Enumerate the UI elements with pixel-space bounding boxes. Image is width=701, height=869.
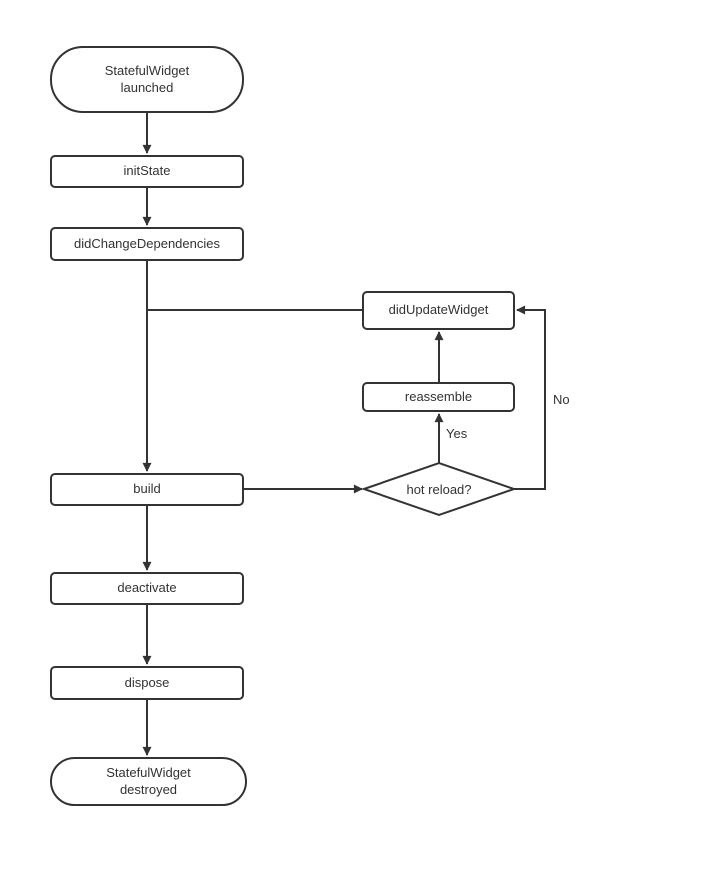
node-hot-reload-decision: hot reload? xyxy=(406,481,472,497)
node-dispose: dispose xyxy=(50,666,244,700)
edge-hotreload-no-to-didupdatewidget xyxy=(514,305,546,490)
node-build: build xyxy=(50,473,244,506)
node-initstate: initState xyxy=(50,155,244,188)
node-didchangedependencies: didChangeDependencies xyxy=(50,227,244,261)
decision-diamond-shape xyxy=(360,461,518,517)
edge-label-no: No xyxy=(551,392,572,407)
node-deactivate: deactivate xyxy=(50,572,244,605)
node-didupdatewidget: didUpdateWidget xyxy=(362,291,515,330)
node-statefulwidget-destroyed: StatefulWidget destroyed xyxy=(50,757,247,806)
node-reassemble: reassemble xyxy=(362,382,515,412)
edge-label-yes: Yes xyxy=(444,426,470,441)
node-statefulwidget-launched: StatefulWidget launched xyxy=(50,46,244,113)
